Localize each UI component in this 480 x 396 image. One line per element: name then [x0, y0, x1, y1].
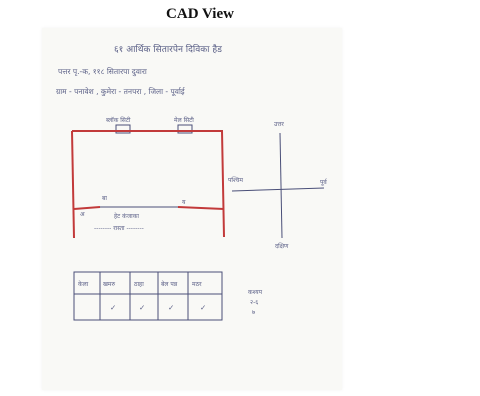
- table-cell: ✓: [139, 303, 145, 312]
- plot-label-top-left: ब्लॉक सिटी: [106, 116, 131, 124]
- crop-table: केला खमरु ठाहा बेल पन्न मठर ✓ ✓ ✓ ✓: [73, 271, 223, 321]
- mark-left: अ: [80, 211, 85, 218]
- compass-south-label: दक्षिण: [275, 242, 289, 250]
- table-header: खमरु: [103, 281, 115, 288]
- small-box-right: [177, 124, 193, 134]
- plot-boundary-top-right: [72, 130, 225, 238]
- compass-north-label: उत्तर: [274, 121, 284, 128]
- plot-boundary-bottom-left: [73, 206, 101, 210]
- scanned-sketch-paper: ६१ आर्थिक सितारपेन दिविका हैड पत्तर पृ.-…: [42, 28, 342, 390]
- signature-number: ७: [252, 309, 255, 316]
- sketch-village-line: ग्राम - पनावेश , कुमेरा - तनपरा , जिला -…: [56, 87, 186, 97]
- road-label: -------- रास्ता --------: [94, 225, 144, 232]
- sketch-heading: ६१ आर्थिक सितारपेन दिविका हैड: [114, 43, 222, 55]
- mark-mid-1: बा: [102, 195, 107, 202]
- small-box-left: [115, 124, 131, 134]
- table-header: केला: [78, 280, 89, 288]
- compass-horizontal-axis: [231, 187, 325, 192]
- compass-east-label: पूर्व: [320, 178, 328, 186]
- signature-name: कश्यप: [248, 289, 263, 296]
- compass-vertical-axis: [279, 132, 283, 239]
- plot-boundary-bottom-right: [177, 206, 225, 210]
- sketch-address-line: पत्तर पृ.-क, ११८ सितारपा दुवारा: [58, 67, 148, 77]
- table-header: मठर: [192, 281, 202, 288]
- mark-mid-2: य: [182, 199, 186, 206]
- plot-boundary-left: [71, 130, 75, 239]
- hand-drawn-sketch: ६१ आर्थिक सितारपेन दिविका हैड पत्तर पृ.-…: [56, 43, 328, 321]
- compass-west-label: पश्चिम: [228, 176, 243, 184]
- signature-date: २-६: [250, 299, 258, 306]
- table-cell: ✓: [168, 303, 174, 312]
- label-bottom-mid: हेट कंजाका: [114, 212, 139, 220]
- table-cell: ✓: [110, 303, 116, 312]
- table-header: बेल पन्न: [161, 280, 178, 288]
- table-cell: ✓: [200, 303, 206, 312]
- table-header: ठाहा: [134, 281, 144, 288]
- plot-label-top-right: मेल सिटी: [174, 116, 194, 124]
- page-title: CAD View: [166, 6, 234, 22]
